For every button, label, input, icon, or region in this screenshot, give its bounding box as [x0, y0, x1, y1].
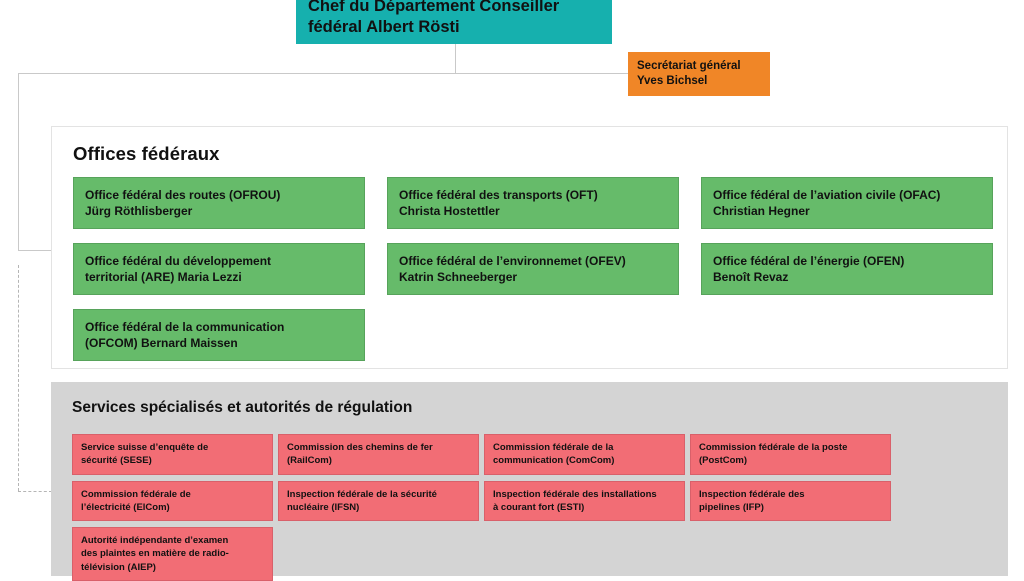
- service-box[interactable]: Inspection fédérale des pipelines (IFP): [690, 480, 891, 522]
- office-box[interactable]: Office fédéral des transports (OFT) Chri…: [387, 177, 679, 229]
- service-box[interactable]: Inspection fédérale des installations à …: [484, 480, 685, 522]
- service-box[interactable]: Autorité indépendante d’examen des plain…: [72, 527, 273, 581]
- office-label: Office fédéral des routes (OFROU) Jürg R…: [85, 187, 281, 218]
- connector-horizontal-bus: [18, 73, 630, 74]
- office-box[interactable]: Office fédéral de l’énergie (OFEN) Benoî…: [701, 243, 993, 295]
- secretariat-general-label: Secrétariat général Yves Bichsel: [637, 59, 741, 87]
- service-label: Service suisse d’enquête de sécurité (SE…: [81, 442, 209, 467]
- service-box[interactable]: Service suisse d’enquête de sécurité (SE…: [72, 434, 273, 475]
- office-label: Office fédéral de la communication (OFCO…: [85, 319, 285, 350]
- offices-grid: Office fédéral des routes (OFROU) Jürg R…: [73, 177, 993, 361]
- office-label: Office fédéral de l’environnemet (OFEV) …: [399, 253, 626, 284]
- service-label: Inspection fédérale de la sécurité nuclé…: [287, 488, 437, 513]
- secretariat-general-box[interactable]: Secrétariat général Yves Bichsel: [628, 52, 770, 96]
- service-label: Inspection fédérale des installations à …: [493, 488, 657, 513]
- service-label: Autorité indépendante d’examen des plain…: [81, 535, 229, 573]
- connector-left-services-branch: [18, 265, 19, 491]
- offices-panel-title: Offices fédéraux: [73, 143, 220, 164]
- office-box[interactable]: Office fédéral des routes (OFROU) Jürg R…: [73, 177, 365, 229]
- service-box[interactable]: Commission fédérale de la poste (PostCom…: [690, 434, 891, 475]
- office-box[interactable]: Office fédéral de la communication (OFCO…: [73, 309, 365, 361]
- service-label: Commission fédérale de l’électricité (El…: [81, 488, 191, 513]
- service-label: Commission fédérale de la poste (PostCom…: [699, 442, 848, 467]
- department-head-label: Chef du Département Conseiller fédéral A…: [308, 0, 560, 36]
- services-panel: Services spécialisés et autorités de rég…: [51, 382, 1008, 581]
- connector-head-dropline: [455, 44, 456, 73]
- connector-services-entry: [18, 491, 52, 492]
- service-label: Commission des chemins de fer (RailCom): [287, 442, 433, 467]
- offices-panel: Offices fédéraux Office fédéral des rout…: [51, 126, 1008, 369]
- office-box[interactable]: Office fédéral du développement territor…: [73, 243, 365, 295]
- service-box[interactable]: Commission des chemins de fer (RailCom): [278, 434, 479, 475]
- service-label: Commission fédérale de la communication …: [493, 442, 615, 467]
- services-grid: Service suisse d’enquête de sécurité (SE…: [72, 434, 988, 581]
- office-label: Office fédéral de l’énergie (OFEN) Benoî…: [713, 253, 905, 284]
- connector-offices-entry: [18, 250, 52, 251]
- connector-left-offices-branch: [18, 73, 19, 250]
- department-head-box[interactable]: Chef du Département Conseiller fédéral A…: [296, 0, 612, 44]
- office-label: Office fédéral du développement territor…: [85, 253, 272, 284]
- service-label: Inspection fédérale des pipelines (IFP): [699, 488, 805, 513]
- office-label: Office fédéral des transports (OFT) Chri…: [399, 187, 598, 218]
- office-label: Office fédéral de l’aviation civile (OFA…: [713, 187, 941, 218]
- office-box[interactable]: Office fédéral de l’aviation civile (OFA…: [701, 177, 993, 229]
- service-box[interactable]: Commission fédérale de l’électricité (El…: [72, 480, 273, 522]
- service-box[interactable]: Inspection fédérale de la sécurité nuclé…: [278, 480, 479, 522]
- services-panel-title: Services spécialisés et autorités de rég…: [72, 399, 413, 416]
- service-box[interactable]: Commission fédérale de la communication …: [484, 434, 685, 475]
- office-box[interactable]: Office fédéral de l’environnemet (OFEV) …: [387, 243, 679, 295]
